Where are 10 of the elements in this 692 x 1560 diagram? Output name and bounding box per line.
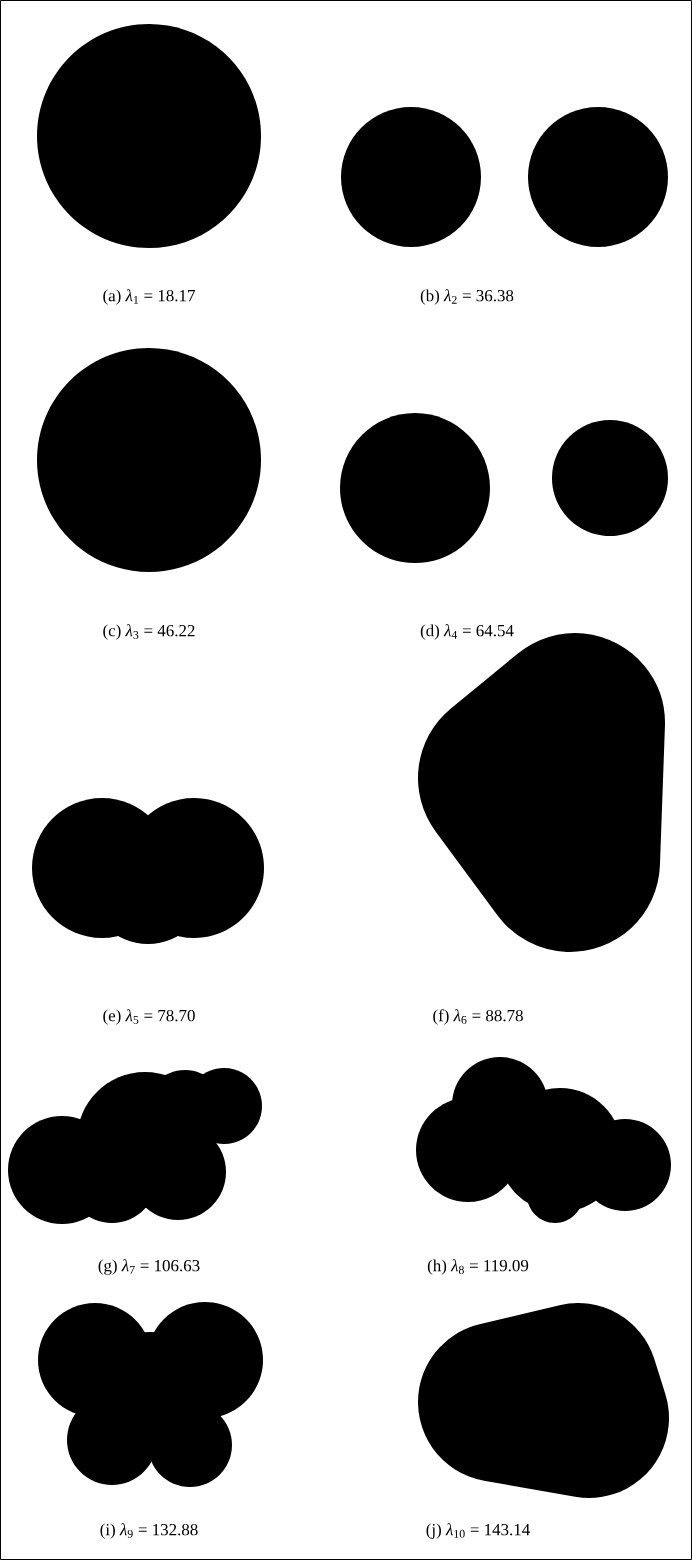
subfigure-caption: (e) λ$_{5}$ = 78.70	[103, 1009, 195, 1025]
subfigure-caption: (h) λ$_{8}$ = 119.09	[427, 1259, 529, 1275]
subfigure-caption: (i) λ$_{9}$ = 132.88	[100, 1523, 198, 1539]
subfigure-caption: (f) λ$_{6}$ = 88.78	[433, 1009, 523, 1025]
subfigure-caption: (d) λ$_{4}$ = 64.54	[420, 624, 514, 640]
subfigure-caption: (j) λ$_{10}$ = 143.14	[426, 1523, 530, 1539]
subfigure-caption: (a) λ$_{1}$ = 18.17	[103, 289, 195, 305]
subfigure-caption: (c) λ$_{3}$ = 46.22	[103, 624, 195, 640]
subfigure-caption: (g) λ$_{7}$ = 106.63	[98, 1259, 200, 1275]
subfigure-caption: (b) λ$_{2}$ = 36.38	[420, 289, 514, 305]
